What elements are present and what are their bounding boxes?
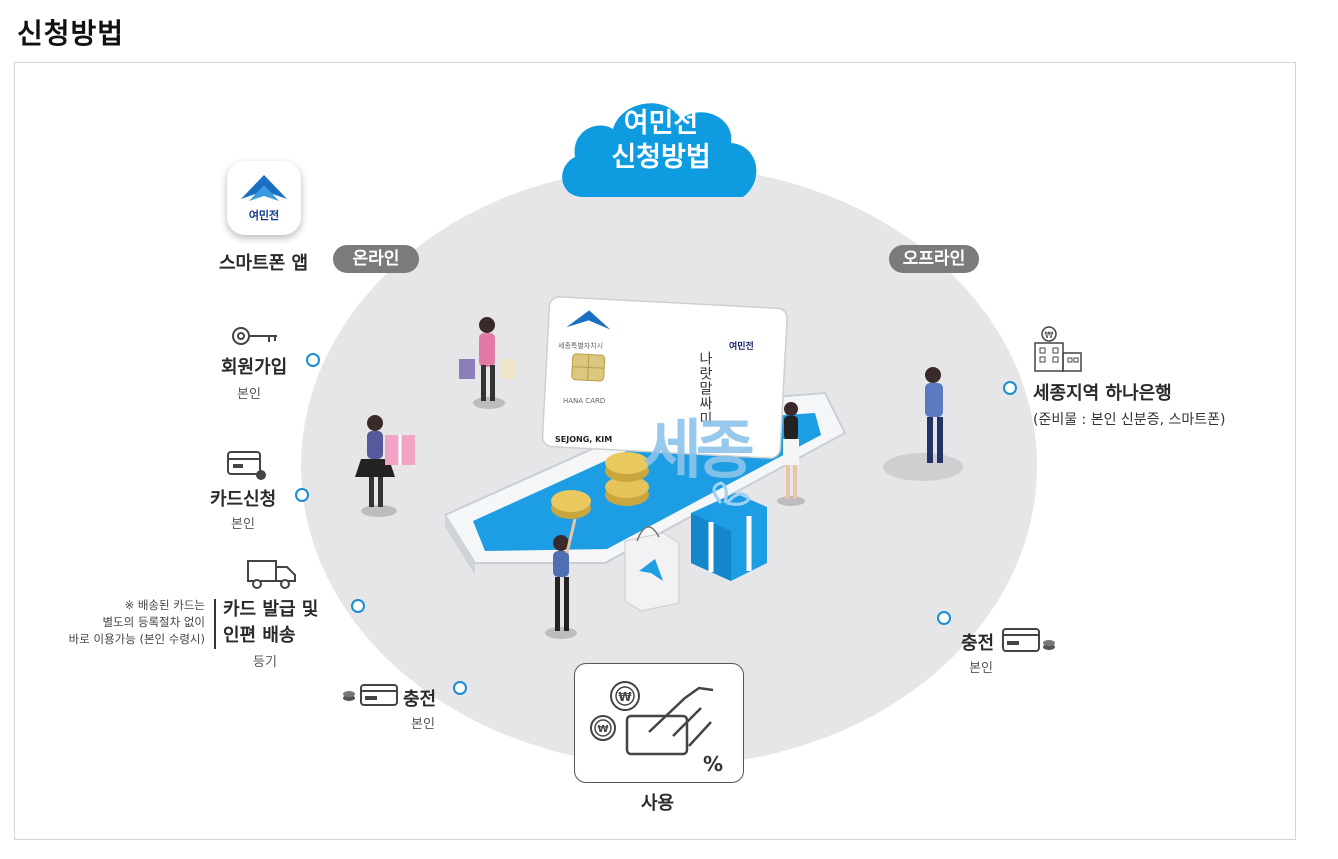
bank-building-icon: ₩	[1034, 326, 1082, 372]
offline-charge-card-icon	[1002, 628, 1055, 652]
svg-text:₩: ₩	[597, 724, 608, 735]
card-vertical-text: 나랏말싸미	[697, 351, 713, 426]
coin-stack-illustration	[551, 452, 649, 519]
smartphone-app-label: 스마트폰 앱	[219, 253, 309, 274]
charge-card-icon	[343, 684, 398, 706]
card-request-label: 카드신청	[210, 489, 277, 510]
person-with-gift	[355, 415, 415, 517]
app-icon-label: 여민전	[248, 209, 280, 222]
person-with-shopping-bags	[459, 317, 515, 409]
delivery-truck-icon	[247, 560, 296, 589]
offline-charge-step-marker	[937, 611, 951, 625]
key-icon	[232, 327, 277, 345]
signup-step-marker	[306, 353, 320, 367]
online-charge-sub: 본인	[411, 717, 435, 732]
delivery-step-marker	[351, 599, 365, 613]
online-charge-label: 충전	[403, 689, 437, 710]
svg-text:₩: ₩	[618, 690, 632, 704]
gift-box-illustration	[691, 481, 767, 581]
offline-charge-label: 충전	[961, 633, 995, 654]
sejong-watermark: 세종	[643, 414, 755, 488]
use-label: 사용	[641, 793, 675, 814]
card-request-sub: 본인	[231, 517, 255, 532]
signup-label: 회원가입	[221, 357, 288, 378]
cloud-badge	[562, 103, 757, 197]
delivery-note-line-1: ※ 배송된 카드는	[124, 598, 205, 612]
illustration-background	[301, 166, 1037, 766]
offline-charge-sub: 본인	[969, 661, 993, 676]
yeominjeon-app-icon[interactable]: 여민전	[227, 161, 301, 235]
delivery-note: ※ 배송된 카드는 별도의 등록절차 없이 바로 이용가능 (본인 수령시)	[60, 597, 205, 648]
delivery-sub: 등기	[253, 655, 277, 670]
delivery-label-2: 인편 배송	[223, 625, 296, 646]
page-title: 신청방법	[17, 17, 125, 50]
cloud-title: 여민전 신청방법	[553, 107, 769, 175]
percent-sign: %	[703, 752, 724, 776]
person-holding-coin	[545, 518, 577, 639]
note-divider	[214, 599, 216, 649]
application-method-panel: 여민전 신청방법 온라인 오프라인 여민전 스마트폰 앱 회원가입 본인 카드신…	[14, 62, 1296, 840]
svg-text:₩: ₩	[1045, 331, 1054, 341]
person-on-phone-right	[777, 402, 805, 506]
card-request-step-marker	[295, 488, 309, 502]
delivery-label-1: 카드 발급 및	[223, 599, 319, 620]
offline-pill: 오프라인	[889, 245, 979, 273]
cloud-line-1: 여민전	[623, 108, 699, 139]
card-illustration	[541, 296, 788, 459]
delivery-note-line-2: 별도의 등록절차 없이	[102, 615, 205, 629]
online-charge-step-marker	[453, 681, 467, 695]
online-pill: 온라인	[333, 245, 419, 273]
card-holder: SEJONG, KIM	[555, 435, 613, 444]
card-request-icon	[227, 451, 266, 480]
card-city: 세종특별자치시	[558, 342, 604, 350]
bank-step-marker	[1003, 381, 1017, 395]
signup-sub: 본인	[237, 387, 261, 402]
card-brand: 여민전	[729, 342, 754, 352]
use-box: ₩ ₩ %	[574, 663, 744, 783]
cloud-line-2: 신청방법	[611, 142, 711, 173]
delivery-note-line-3: 바로 이용가능 (본인 수령시)	[68, 632, 205, 646]
bank-sub: (준비물 : 본인 신분증, 스마트폰)	[1033, 412, 1226, 428]
bank-label: 세종지역 하나은행	[1033, 383, 1172, 404]
card-payment-icon: ₩ ₩	[590, 681, 714, 756]
shopping-bag-illustration	[624, 526, 680, 612]
sejong-logo-icon	[241, 175, 287, 201]
person-walking-offline	[883, 367, 963, 481]
card-issuer: HANA CARD	[563, 397, 606, 405]
